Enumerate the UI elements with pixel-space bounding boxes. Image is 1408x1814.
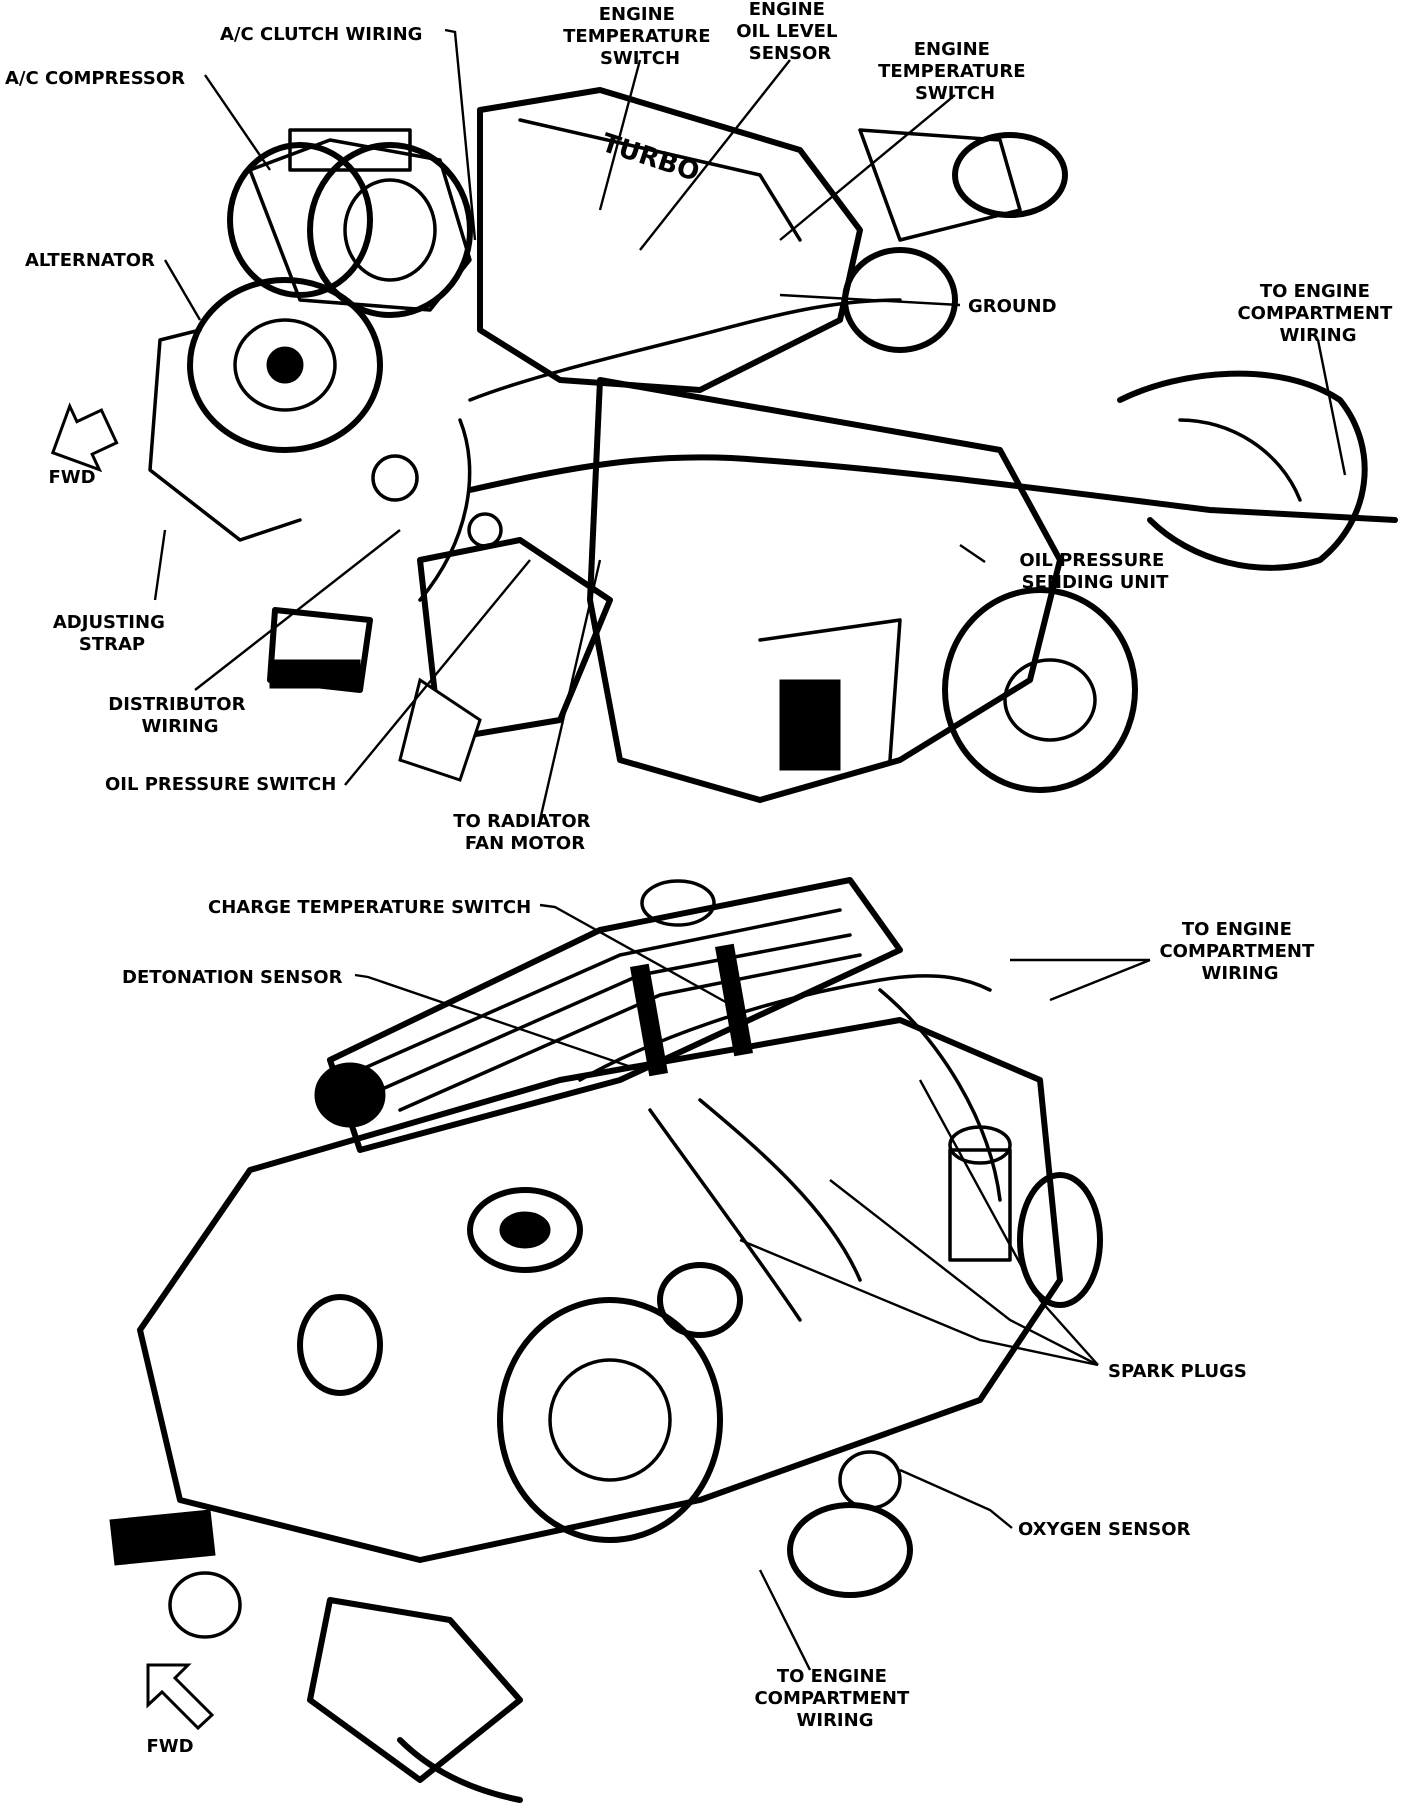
engine-block-drawing: TURBO bbox=[267, 87, 1138, 803]
label-alternator: ALTERNATOR bbox=[25, 250, 155, 271]
label-to-engine-compartment-wiring-bottom-top: TO ENGINE COMPARTMENT WIRING bbox=[1159, 919, 1320, 984]
label-oil-pressure-sending-unit: OIL PRESSURE SENDING UNIT bbox=[1019, 550, 1170, 593]
label-engine-temperature-switch-2: ENGINE TEMPERATURE SWITCH bbox=[878, 39, 1032, 104]
top-fwd-arrow-drawing bbox=[50, 402, 119, 473]
bottom-engine-block-drawing bbox=[109, 1017, 1103, 1803]
label-to-engine-compartment-wiring-top: TO ENGINE COMPARTMENT WIRING bbox=[1237, 281, 1398, 346]
ac-compressor-drawing bbox=[227, 128, 473, 318]
top-wiring-harness bbox=[418, 298, 1398, 602]
label-ac-compressor: A/C COMPRESSOR bbox=[5, 68, 185, 89]
label-fwd-bottom: FWD bbox=[146, 1736, 193, 1757]
label-adjusting-strap: ADJUSTING STRAP bbox=[53, 612, 171, 655]
callout-labels: A/C CLUTCH WIRING ENGINE TEMPERATURE SWI… bbox=[5, 0, 1398, 1757]
label-ground: GROUND bbox=[968, 296, 1057, 317]
label-charge-temperature-switch: CHARGE TEMPERATURE SWITCH bbox=[208, 897, 531, 918]
leader-lines bbox=[153, 28, 1347, 1671]
label-ac-clutch-wiring: A/C CLUTCH WIRING bbox=[220, 24, 422, 45]
label-to-engine-compartment-wiring-bottom: TO ENGINE COMPARTMENT WIRING bbox=[754, 1666, 915, 1731]
label-oxygen-sensor: OXYGEN SENSOR bbox=[1018, 1519, 1191, 1540]
bottom-valve-cover-drawing bbox=[314, 877, 903, 1153]
label-oil-pressure-switch: OIL PRESSURE SWITCH bbox=[105, 774, 336, 795]
label-detonation-sensor: DETONATION SENSOR bbox=[122, 967, 343, 988]
bottom-fwd-arrow-drawing bbox=[146, 1663, 215, 1731]
label-engine-temperature-switch-1: ENGINE TEMPERATURE SWITCH bbox=[563, 4, 717, 69]
top-engine-illustration: TURBO bbox=[50, 87, 1398, 803]
bottom-engine-illustration bbox=[109, 877, 1103, 1803]
alternator-drawing bbox=[148, 277, 383, 542]
label-spark-plugs: SPARK PLUGS bbox=[1108, 1361, 1247, 1382]
bottom-wiring-harness bbox=[578, 943, 1002, 1322]
label-engine-oil-level-sensor: ENGINE OIL LEVEL SENSOR bbox=[736, 0, 843, 64]
label-fwd-top: FWD bbox=[48, 467, 95, 488]
label-distributor-wiring: DISTRIBUTOR WIRING bbox=[108, 694, 252, 737]
label-to-radiator-fan-motor: TO RADIATOR FAN MOTOR bbox=[453, 811, 597, 854]
